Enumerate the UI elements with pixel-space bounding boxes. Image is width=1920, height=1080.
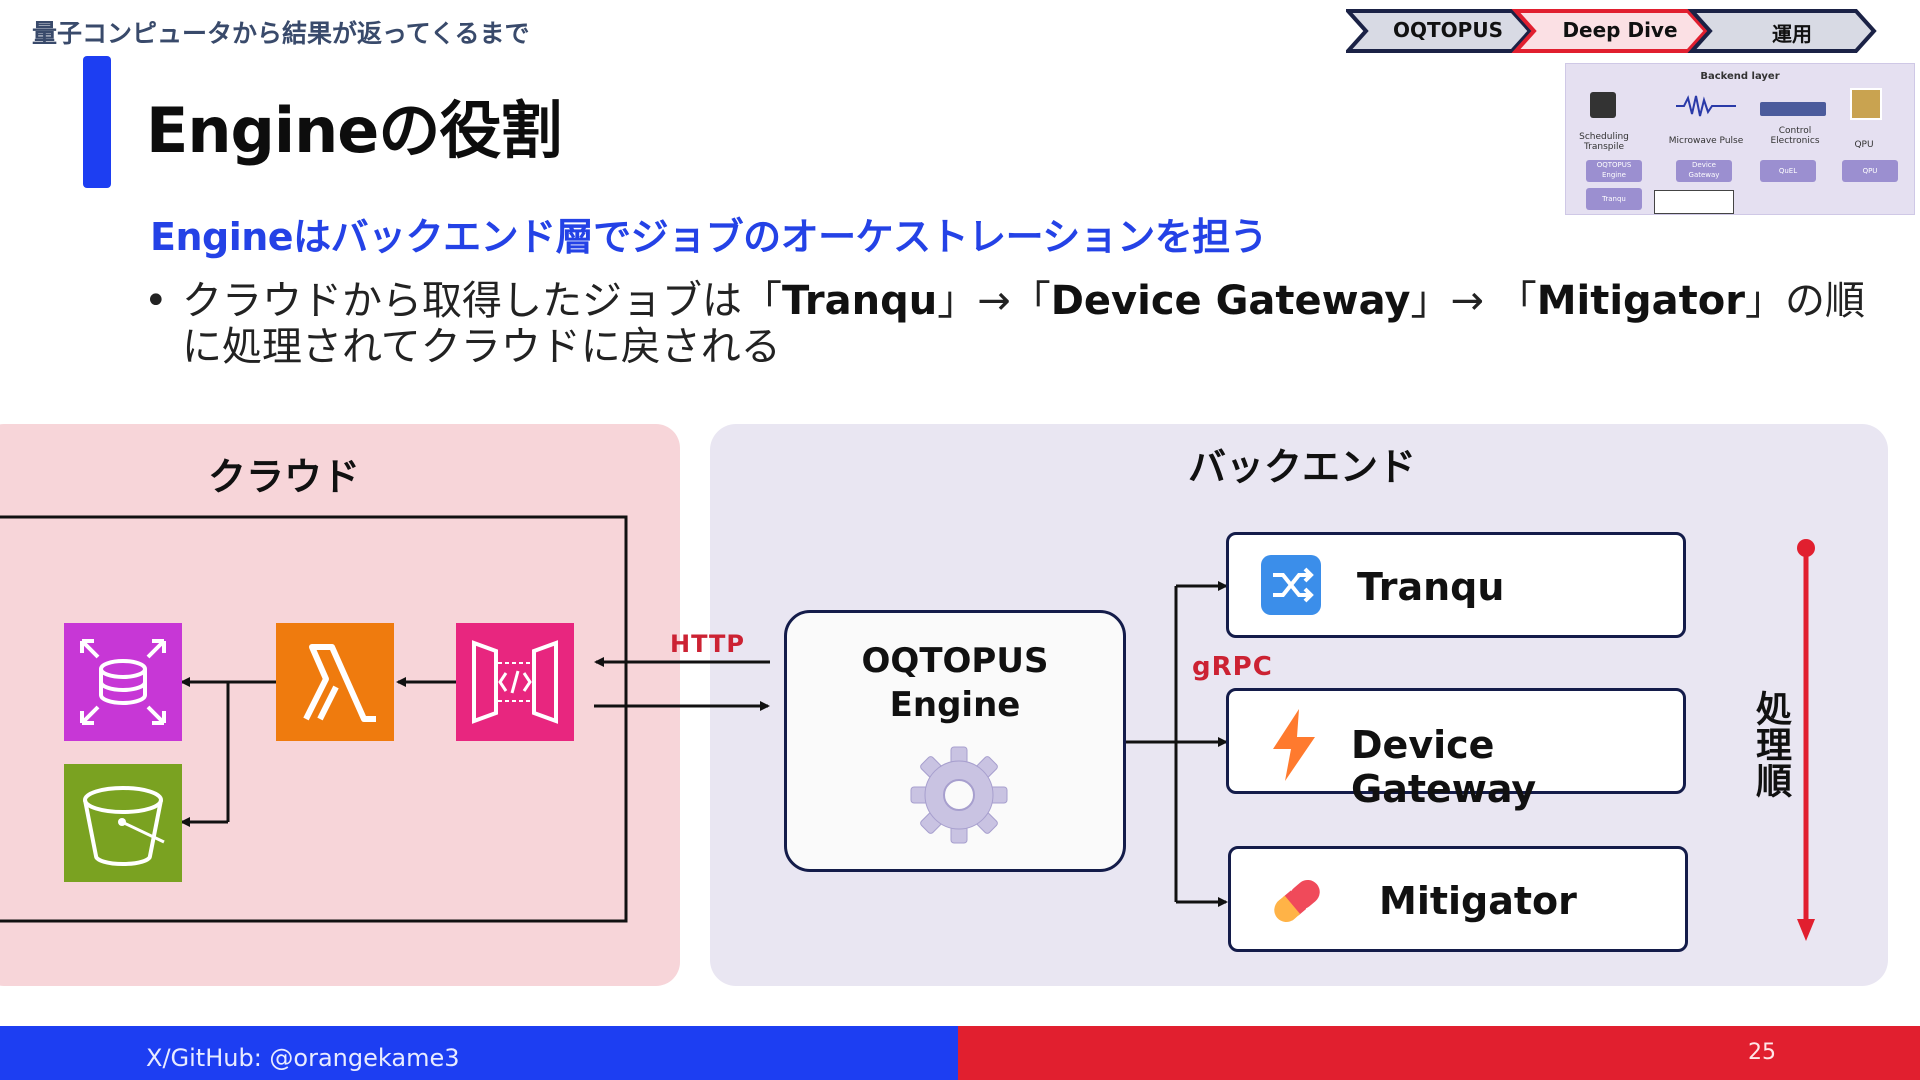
backend-layer-thumbnail: Backend layer Scheduling Transpile Micro… (1565, 63, 1915, 215)
thumbnail-qpu-icon (1850, 88, 1882, 120)
service-label-mitigator: Mitigator (1379, 879, 1577, 923)
thumbnail-pill: OQTOPUS Engine (1586, 160, 1642, 182)
footer-blue-band (0, 1026, 958, 1080)
breadcrumb-shapes (1346, 9, 1877, 53)
breadcrumb-deep-dive[interactable]: Deep Dive (1562, 18, 1678, 42)
bucket-glyph (83, 786, 165, 866)
lightning-icon (1269, 709, 1319, 781)
footer-handle[interactable]: X/GitHub: @orangekame3 (146, 1044, 460, 1072)
thumbnail-pill: QPU (1842, 160, 1898, 182)
service-box-mitigator: Mitigator (1228, 846, 1688, 952)
http-label: HTTP (670, 630, 745, 658)
database-icon (64, 623, 182, 741)
bullet-keyword-tranqu: Tranqu (782, 278, 938, 324)
bullet-text-part: 」の順に処理されてクラウドに戻される (182, 278, 1866, 370)
thumbnail-item: Scheduling Transpile (1579, 132, 1629, 152)
footer-red-band (958, 1026, 1920, 1080)
api-gateway-glyph (472, 640, 558, 724)
api-gateway-icon (456, 623, 574, 741)
pill-glyph (1274, 880, 1320, 922)
thumbnail-title: Backend layer (1700, 71, 1780, 82)
thumbnail-pc-icon (1590, 92, 1616, 118)
lambda-icon (276, 623, 394, 741)
breadcrumb-oqtopus[interactable]: OQTOPUS (1393, 18, 1503, 42)
page-number: 25 (1748, 1040, 1776, 1065)
service-box-device-gateway: Device Gateway (1226, 688, 1686, 811)
bullet-keyword-device-gateway: Device Gateway (1050, 278, 1411, 324)
breadcrumb-operation[interactable]: 運用 (1772, 22, 1812, 46)
thumbnail-item: Microwave Pulse (1668, 136, 1744, 146)
database-glyph (80, 639, 166, 725)
lightning-glyph (1273, 709, 1315, 781)
bullet-text-part: 」→ 「 (1410, 278, 1537, 324)
backend-title: バックエンド (1188, 445, 1417, 489)
grpc-label: gRPC (1192, 652, 1273, 682)
thumbnail-pill: Tranqu (1586, 188, 1642, 210)
bullet-keyword-mitigator: Mitigator (1536, 278, 1746, 324)
bullet-text-part: クラウドから取得したジョブは「 (182, 278, 782, 324)
engine-label-line1: OQTOPUS (861, 641, 1049, 681)
shuffle-glyph (1273, 567, 1314, 603)
slide-subtitle: Engineはバックエンド層でジョブのオーケストレーションを担う (150, 215, 1268, 259)
bullet-marker: • (144, 278, 168, 324)
lambda-glyph (303, 644, 376, 722)
service-label-tranqu: Tranqu (1357, 565, 1505, 609)
shuffle-icon (1261, 555, 1321, 615)
thumbnail-electronics-icon (1760, 102, 1826, 116)
processing-order-label: 処理順 (1750, 690, 1791, 798)
service-label-device-gateway: Device Gateway (1351, 723, 1537, 811)
thumbnail-pill: Device Gateway (1676, 160, 1732, 182)
cloud-title: クラウド (208, 455, 361, 499)
pill-icon (1267, 871, 1327, 931)
bullet-text-part: 」→「 (937, 278, 1051, 324)
page-title: Engineの役割 (146, 94, 562, 167)
thumbnail-wave-icon (1676, 95, 1736, 117)
thumbnail-code-snippet (1654, 190, 1734, 214)
bullet-text: クラウドから取得したジョブは「Tranqu」→「Device Gateway」→… (182, 278, 1902, 370)
oqtopus-engine-box: OQTOPUS Engine (784, 610, 1126, 872)
title-accent-bar (83, 56, 111, 188)
gear-icon (910, 746, 1008, 844)
service-box-tranqu: Tranqu (1226, 532, 1686, 638)
super-title: 量子コンピュータから結果が返ってくるまで (32, 19, 530, 48)
thumbnail-pill: QuEL (1760, 160, 1816, 182)
engine-label-line2: Engine (889, 685, 1021, 725)
thumbnail-item: Control Electronics (1770, 126, 1820, 146)
section-breadcrumb: OQTOPUS Deep Dive 運用 (1346, 8, 1878, 54)
thumbnail-item: QPU (1854, 140, 1874, 150)
bucket-icon (64, 764, 182, 882)
